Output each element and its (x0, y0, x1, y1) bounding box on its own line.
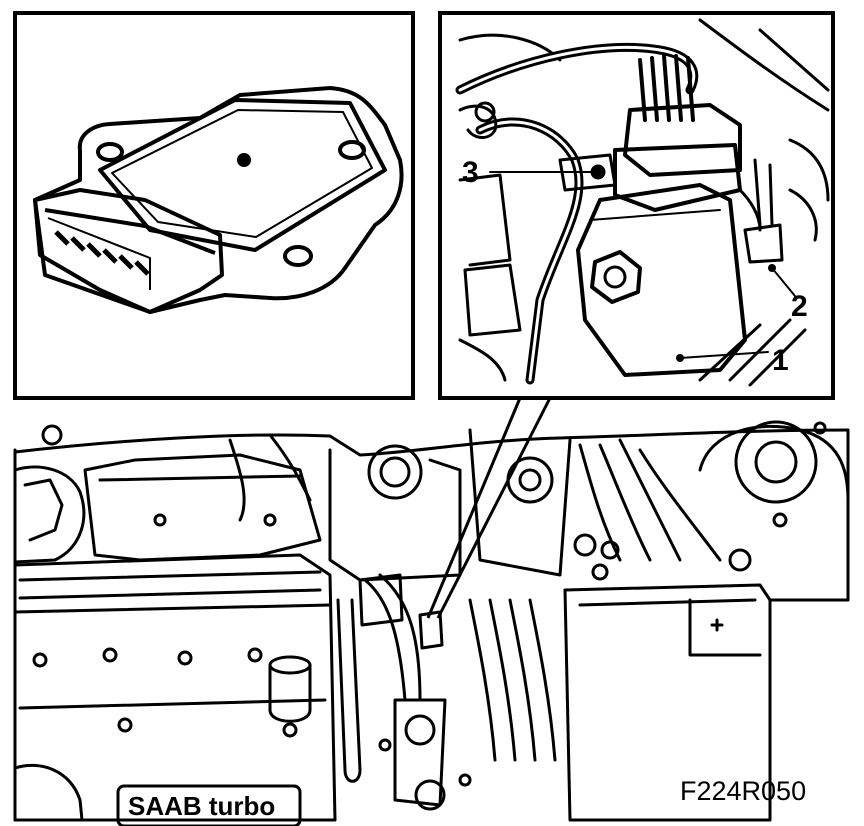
inset-pointer (426, 397, 552, 619)
callout-2: 2 (791, 290, 808, 323)
callout-1: 1 (772, 344, 789, 377)
callout-3: 3 (462, 156, 479, 189)
figure-reference: F224R050 (680, 776, 806, 806)
module-location-panel: 3 2 1 (438, 11, 835, 400)
engine-bay-overview (13, 420, 850, 826)
saab-turbo-badge: SAAB turbo (128, 791, 275, 821)
module-detail-panel (13, 11, 415, 400)
